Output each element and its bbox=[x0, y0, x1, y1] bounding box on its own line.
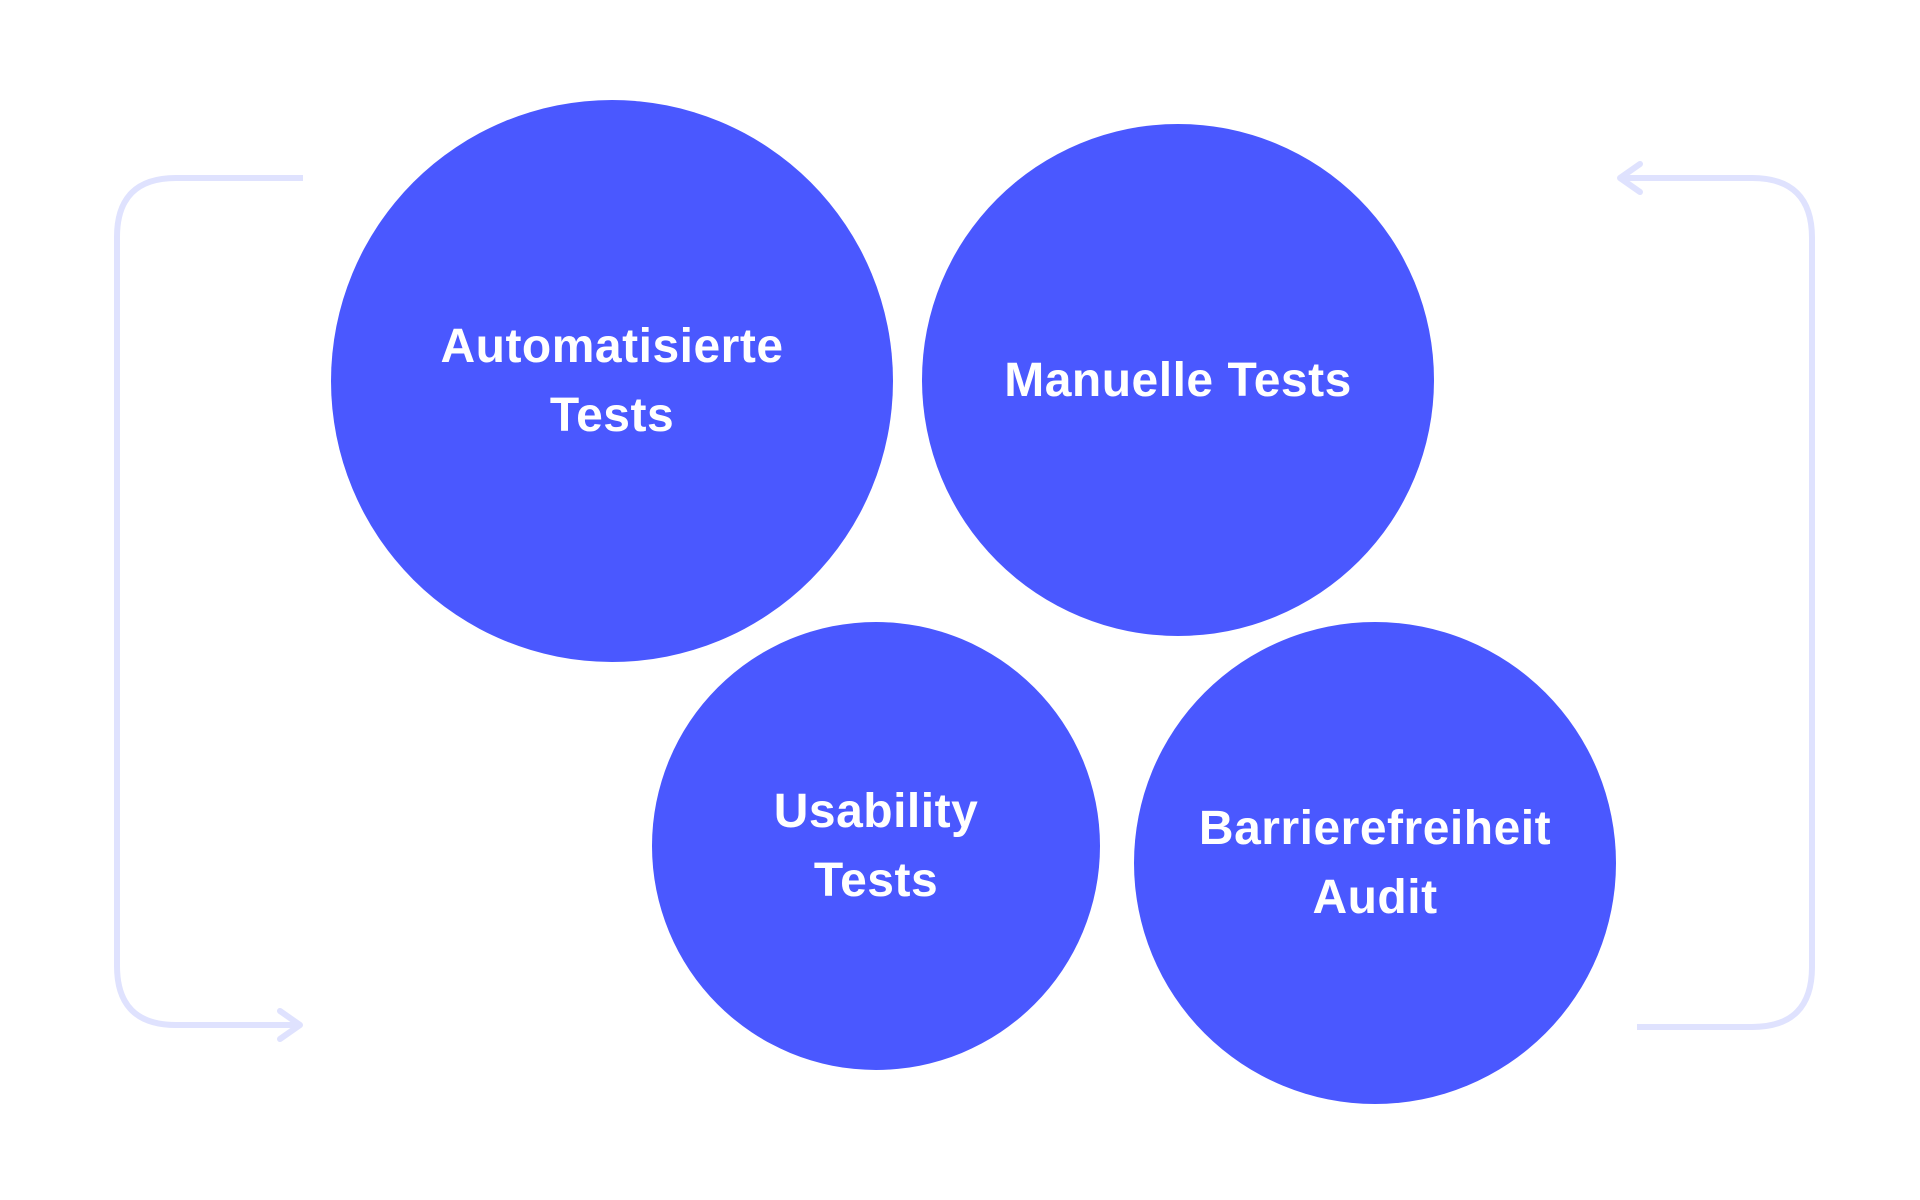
chevron-left-icon bbox=[1617, 161, 1643, 195]
node-label: Manuelle Tests bbox=[1004, 353, 1352, 407]
chevron-right-icon bbox=[277, 1008, 303, 1042]
node-label: Barrierefreiheit Audit bbox=[1198, 802, 1552, 924]
node-accessibility-audit: Barrierefreiheit Audit bbox=[1134, 622, 1616, 1104]
right-bracket-line bbox=[1620, 175, 1815, 1030]
node-label: Automatisierte Tests bbox=[440, 320, 784, 442]
left-bracket-line bbox=[114, 175, 303, 1028]
node-usability-tests: Usability Tests bbox=[652, 622, 1100, 1070]
node-automated-tests: Automatisierte Tests bbox=[331, 100, 893, 662]
node-manual-tests: Manuelle Tests bbox=[922, 124, 1434, 636]
node-label: Usability Tests bbox=[773, 785, 979, 907]
